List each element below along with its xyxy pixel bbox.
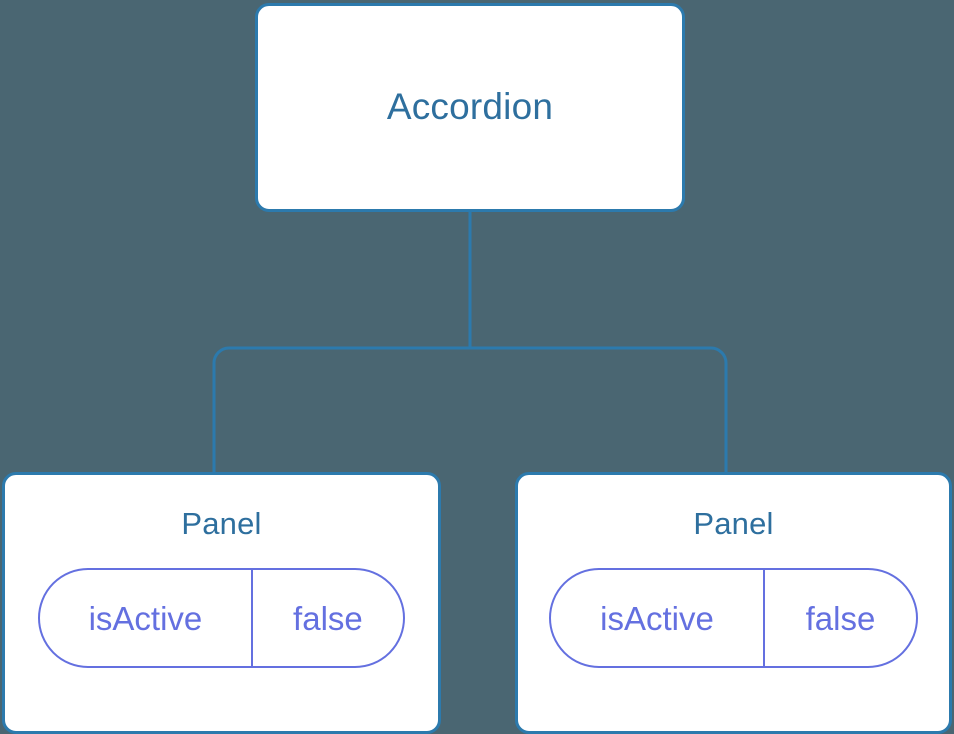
prop-badge-isactive-1[interactable]: isActive false: [38, 568, 405, 669]
node-accordion[interactable]: Accordion: [255, 3, 685, 212]
prop-value-label: false: [805, 599, 876, 637]
prop-key-label: isActive: [40, 570, 253, 667]
node-panel-2[interactable]: Panel isActive false: [515, 472, 952, 734]
connector-branch-left: [212, 346, 470, 480]
node-accordion-title: Accordion: [386, 86, 554, 128]
prop-value-label: false: [293, 599, 363, 637]
node-panel-1[interactable]: Panel isActive false: [2, 472, 441, 734]
prop-badge-isactive-2[interactable]: isActive false: [549, 568, 918, 669]
node-panel-1-title: Panel: [181, 506, 262, 541]
node-panel-2-title: Panel: [693, 506, 774, 541]
connector-branch-right: [470, 346, 728, 480]
prop-key-label: isActive: [551, 570, 765, 667]
